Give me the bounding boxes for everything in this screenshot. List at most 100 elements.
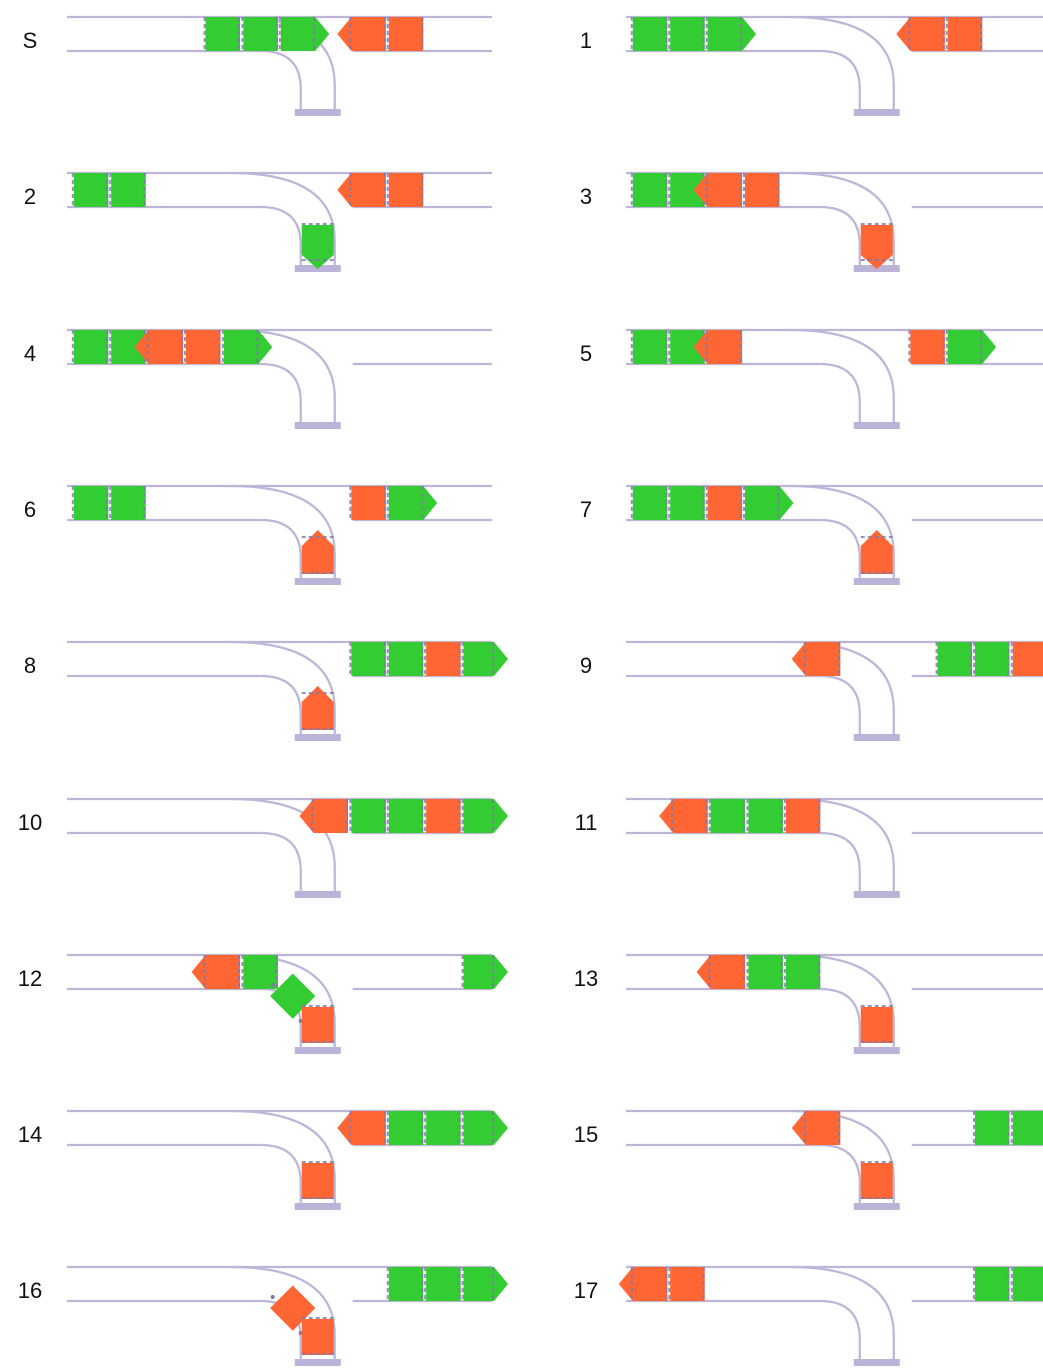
step-label: 1 xyxy=(579,28,593,53)
orange-car xyxy=(860,529,893,574)
orange-car xyxy=(337,173,386,208)
orange-car xyxy=(301,1317,334,1356)
green-car xyxy=(630,173,668,208)
green-car xyxy=(109,173,146,208)
spur-inner-rail xyxy=(819,518,861,578)
buffer-stop xyxy=(294,890,341,898)
orange-car xyxy=(184,329,221,364)
orange-car xyxy=(783,798,821,833)
green-car xyxy=(630,485,668,520)
green-car xyxy=(386,798,424,833)
panel-step-10 xyxy=(67,797,508,898)
green-car xyxy=(109,485,146,520)
green-car xyxy=(461,1267,508,1302)
green-car xyxy=(668,485,705,520)
orange-car xyxy=(386,173,424,208)
spur-outer-rail xyxy=(230,1266,336,1360)
panel-step-6 xyxy=(67,484,492,585)
green-car xyxy=(972,642,1010,677)
orange-car xyxy=(860,1161,893,1200)
green-car xyxy=(241,954,278,989)
buffer-stop xyxy=(853,421,900,429)
green-car xyxy=(972,1111,1010,1146)
orange-car xyxy=(301,529,334,574)
orange-car xyxy=(618,1267,668,1302)
step-label: 17 xyxy=(573,1278,599,1304)
orange-car xyxy=(896,17,945,51)
orange-car xyxy=(659,798,708,833)
panel-step-5 xyxy=(626,328,1043,429)
orange-car xyxy=(743,173,780,208)
green-car xyxy=(1010,1111,1043,1146)
spur-inner-rail xyxy=(260,675,302,735)
spur-outer-rail xyxy=(789,15,895,109)
step-label: 7 xyxy=(579,496,593,522)
green-car xyxy=(935,642,973,677)
buffer-stop xyxy=(294,1046,341,1054)
panel-step-16 xyxy=(67,1266,508,1367)
green-car xyxy=(386,1111,424,1146)
orange-car xyxy=(299,798,348,833)
step-label: 10 xyxy=(17,809,43,835)
green-car xyxy=(708,798,746,833)
spur-inner-rail xyxy=(819,49,861,109)
spur-outer-rail xyxy=(230,1109,336,1204)
orange-car xyxy=(191,954,241,989)
orange-car xyxy=(1010,642,1043,677)
panel-step-12 xyxy=(67,953,508,1054)
green-car xyxy=(630,17,668,51)
green-car xyxy=(945,329,997,364)
green-car xyxy=(386,1267,424,1302)
orange-car xyxy=(337,17,386,51)
spur-inner-rail xyxy=(260,831,302,891)
step-label: 5 xyxy=(579,340,593,366)
orange-car xyxy=(134,329,184,364)
step-label: 16 xyxy=(17,1278,43,1304)
step-label: 6 xyxy=(23,496,37,522)
orange-car xyxy=(908,329,945,364)
green-car xyxy=(203,17,241,51)
orange-car xyxy=(301,1161,334,1200)
orange-car xyxy=(945,17,983,51)
green-car xyxy=(746,954,783,989)
buffer-stop xyxy=(853,890,900,898)
spur-inner-rail xyxy=(260,518,302,578)
spur-outer-rail xyxy=(789,172,895,266)
buffer-stop xyxy=(294,109,341,116)
panel-step-13 xyxy=(626,953,1043,1054)
buffer-stop xyxy=(853,1046,900,1054)
orange-car xyxy=(860,1004,893,1043)
spur-outer-rail xyxy=(230,172,336,266)
orange-car xyxy=(693,173,743,208)
spur-outer-rail xyxy=(789,1266,895,1360)
orange-car xyxy=(791,642,841,677)
step-label: 2 xyxy=(23,184,37,210)
step-label: 9 xyxy=(579,653,593,679)
green-car xyxy=(241,17,278,51)
orange-car xyxy=(424,798,461,833)
green-car xyxy=(349,798,386,833)
buffer-stop xyxy=(853,1203,900,1211)
buffer-stop xyxy=(294,421,341,429)
green-car xyxy=(71,173,109,208)
step-label: 4 xyxy=(23,340,37,366)
buffer-stop xyxy=(294,1203,341,1211)
step-label: 13 xyxy=(573,965,599,991)
green-car xyxy=(705,17,757,51)
spur-inner-rail xyxy=(260,1143,302,1204)
green-car xyxy=(461,1111,508,1146)
step-label: 8 xyxy=(23,653,37,679)
panel-step-2 xyxy=(67,172,492,273)
step-label: 14 xyxy=(17,1122,43,1148)
spur-inner-rail xyxy=(260,362,302,422)
green-car xyxy=(783,954,821,989)
panel-step-7 xyxy=(626,484,1043,585)
green-car xyxy=(349,642,386,677)
orange-car xyxy=(301,1004,334,1043)
buffer-stop xyxy=(853,1359,900,1367)
orange-car xyxy=(705,485,743,520)
orange-car xyxy=(693,329,743,364)
panel-step-1 xyxy=(626,15,1043,116)
orange-car xyxy=(860,223,893,270)
